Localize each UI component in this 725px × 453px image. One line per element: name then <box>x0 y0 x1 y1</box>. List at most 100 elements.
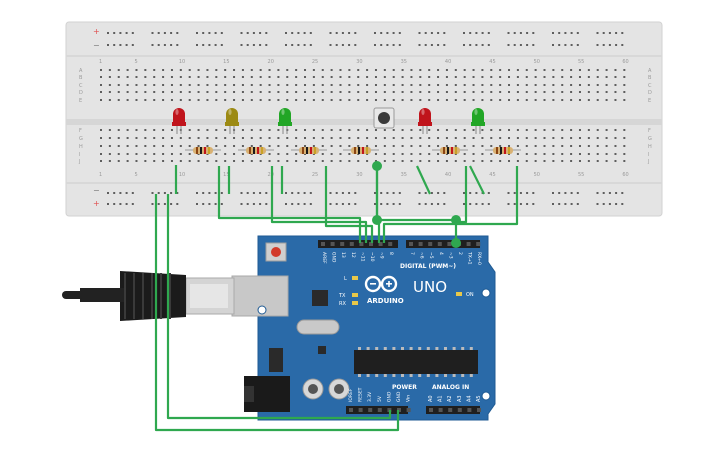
wire-junction[interactable] <box>451 238 461 248</box>
resistor[interactable] <box>291 147 327 154</box>
digital-pin-label: ~6 <box>419 252 425 259</box>
digital-pin-label: 4 <box>438 252 444 255</box>
power-pin-label: IOREF <box>348 388 354 402</box>
led-l-indicator <box>352 276 358 280</box>
digital-label: DIGITAL (PWM~) <box>400 263 456 270</box>
row-letter-label: E <box>648 98 651 104</box>
column-number-label: 50 <box>534 59 540 65</box>
column-number-label: 45 <box>489 59 495 65</box>
column-number-label: 15 <box>223 59 229 65</box>
wire[interactable] <box>270 166 368 243</box>
push-button-cap[interactable] <box>378 112 390 124</box>
rail-plus-top: + <box>93 27 100 36</box>
breadboard: 1155101015152020252530303535404045455050… <box>65 21 663 217</box>
digital-pin-label: GND <box>331 252 337 263</box>
column-number-label: 15 <box>223 172 229 178</box>
resistor[interactable] <box>432 147 468 154</box>
digital-pin-label: ~5 <box>428 252 434 259</box>
wire[interactable] <box>217 166 362 243</box>
row-letter-label: B <box>648 75 652 81</box>
wire[interactable] <box>382 166 519 243</box>
led[interactable] <box>172 108 186 134</box>
led-on-indicator <box>456 292 462 296</box>
wire[interactable] <box>154 194 400 432</box>
power-pin-label: Vin <box>406 395 412 402</box>
wires <box>154 161 519 432</box>
column-number-label: 50 <box>534 172 540 178</box>
wire-junction[interactable] <box>372 161 382 171</box>
rail-plus-bottom: + <box>93 199 100 208</box>
arduino-wordmark: ARDUINO <box>367 297 404 305</box>
power-pin-label: GND <box>386 391 392 402</box>
column-number-label: 1 <box>99 59 102 65</box>
power-pin-label: 5V <box>377 395 383 402</box>
analog-pin-label: A4 <box>466 395 472 402</box>
power-pin-label: GND <box>396 391 402 402</box>
digital-header-left <box>318 240 398 248</box>
analog-pin-label: A2 <box>447 395 453 402</box>
usb-chip <box>312 290 328 306</box>
resistor[interactable] <box>238 147 274 154</box>
reset-button-cap[interactable] <box>271 247 281 257</box>
usb-cable-wire <box>62 291 84 299</box>
analog-pin-label: A3 <box>457 395 463 402</box>
row-letter-label: B <box>79 75 83 81</box>
wire-junction[interactable] <box>372 215 382 225</box>
mounting-hole <box>481 288 491 298</box>
led[interactable] <box>278 108 292 134</box>
usb-cable <box>62 271 235 321</box>
column-number-label: 20 <box>268 59 274 65</box>
digital-pin-label: ~3 <box>447 252 453 259</box>
resistor[interactable] <box>485 147 521 154</box>
column-number-label: 25 <box>312 172 318 178</box>
push-button[interactable] <box>373 107 395 129</box>
row-letter-label: C <box>648 83 652 89</box>
row-letter-label: I <box>648 152 649 158</box>
power-label: POWER <box>392 384 417 391</box>
wire-junction[interactable] <box>451 215 461 225</box>
power-pin-label: 3.3V <box>367 391 373 402</box>
row-letter-label: A <box>79 68 83 74</box>
mounting-hole <box>481 391 491 401</box>
arduino-pcb <box>257 235 496 421</box>
components <box>172 108 521 154</box>
column-number-label: 55 <box>578 59 584 65</box>
row-letter-label: E <box>79 98 82 104</box>
row-letter-label: F <box>79 128 82 134</box>
led[interactable] <box>471 108 485 134</box>
row-letter-label: D <box>648 90 652 96</box>
column-number-label: 35 <box>401 172 407 178</box>
analog-pin-label: A5 <box>476 395 482 402</box>
column-number-label: 10 <box>179 59 185 65</box>
row-letter-label: J <box>647 159 649 165</box>
digital-pin-label: TX→1 <box>467 251 473 265</box>
resistor[interactable] <box>185 147 221 154</box>
digital-pin-label: ~9 <box>379 252 385 259</box>
wire[interactable] <box>166 194 392 420</box>
digital-pin-label: 12 <box>350 252 356 258</box>
digital-pin-label: ~11 <box>359 252 365 262</box>
column-number-label: 40 <box>445 59 451 65</box>
column-number-label: 5 <box>134 172 137 178</box>
wire[interactable] <box>469 165 485 195</box>
wire[interactable] <box>454 166 468 243</box>
voltage-regulator <box>269 348 283 372</box>
led[interactable] <box>418 108 432 134</box>
led[interactable] <box>225 108 239 134</box>
analog-pin-label: A1 <box>438 395 444 402</box>
digital-pin-label: 8 <box>388 252 394 255</box>
column-number-label: 10 <box>179 172 185 178</box>
mounting-hole <box>257 305 267 315</box>
wire[interactable] <box>324 166 374 243</box>
resistor[interactable] <box>343 147 379 154</box>
power-header <box>346 406 408 414</box>
row-letter-label: I <box>79 152 80 158</box>
rail-divider-top <box>66 55 662 57</box>
digital-pin-label: ~10 <box>369 252 375 262</box>
row-letter-label: D <box>79 90 83 96</box>
led-tx-indicator <box>352 293 358 297</box>
column-number-label: 40 <box>445 172 451 178</box>
wire[interactable] <box>416 165 431 195</box>
